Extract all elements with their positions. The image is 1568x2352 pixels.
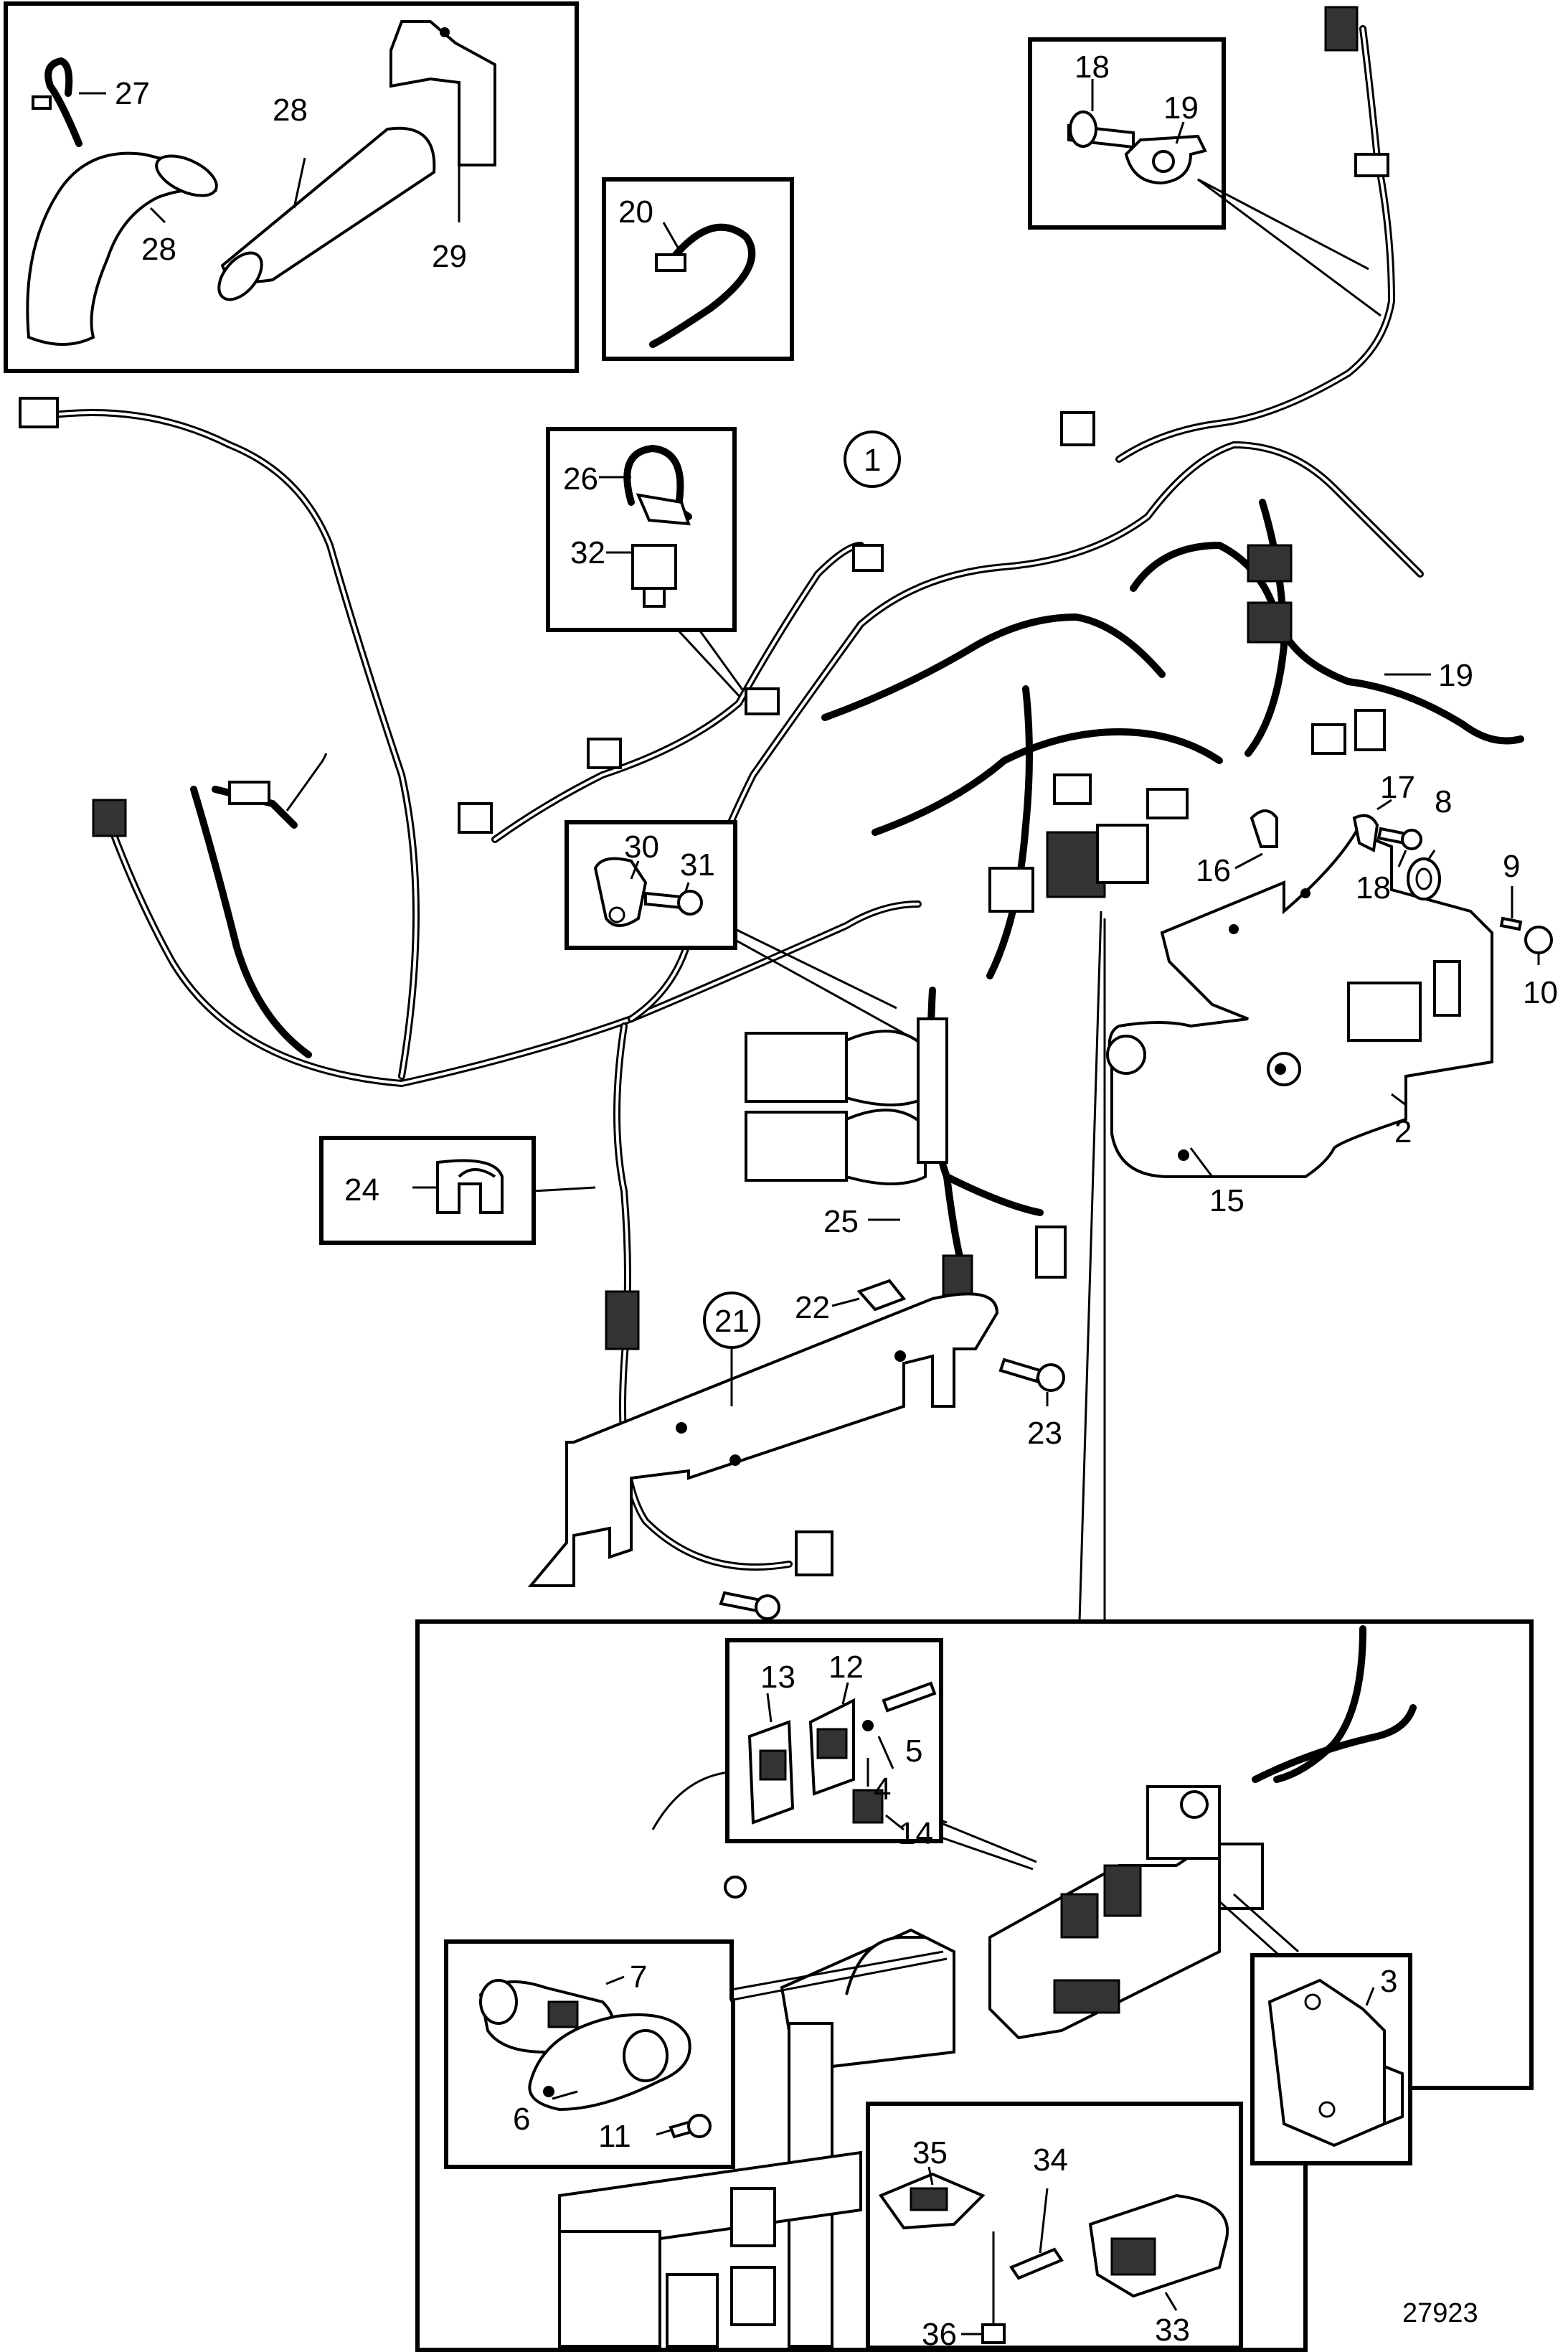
label-15: 15 (1209, 1183, 1245, 1218)
main-assembly-callout: 1 (844, 431, 901, 488)
label-25: 25 (823, 1204, 859, 1239)
label-20: 20 (618, 194, 653, 230)
bolt-31-icon (644, 891, 683, 910)
label-23: 23 (1027, 1416, 1062, 1451)
screw-36-icon (981, 2323, 1006, 2344)
sensor-top-right (1324, 6, 1359, 52)
label-27: 27 (115, 76, 150, 111)
relay-block-upper (745, 1032, 848, 1103)
spacer-22-icon (856, 1279, 907, 1312)
label-28-top: 28 (273, 93, 308, 128)
connector-left-top (19, 397, 59, 428)
figure-number: 27923 (1402, 2298, 1478, 2328)
label-2: 2 (1394, 1114, 1412, 1149)
label-4: 4 (874, 1772, 891, 1807)
label-31: 31 (680, 847, 715, 883)
inset-cable-tie: 20 (602, 177, 794, 361)
label-3: 3 (1380, 1964, 1397, 1999)
label-21: 21 (714, 1304, 750, 1339)
label-19-top: 19 (1163, 90, 1199, 126)
label-26: 26 (563, 461, 598, 497)
inset-cable-sleeves: 27 28 28 29 (4, 1, 579, 373)
hose-clip-icon (623, 445, 692, 520)
sleeve-bracket-icon (389, 20, 496, 166)
label-35: 35 (912, 2135, 948, 2170)
label-1: 1 (864, 443, 881, 478)
inset-clamp-24: 24 (319, 1136, 596, 1245)
label-30: 30 (624, 829, 659, 865)
inset-sensor-bolt: 30 31 (565, 820, 905, 1035)
cable-tie-icon (649, 223, 756, 348)
label-34: 34 (1033, 2142, 1068, 2178)
label-7: 7 (630, 1960, 647, 1995)
label-8: 8 (1435, 784, 1452, 819)
label-28-bottom: 28 (141, 232, 176, 267)
label-17: 17 (1380, 770, 1415, 805)
label-13: 13 (760, 1660, 795, 1695)
label-33: 33 (1155, 2313, 1190, 2348)
label-11: 11 (598, 2119, 631, 2154)
label-9: 9 (1503, 849, 1520, 884)
label-32: 32 (570, 535, 605, 570)
label-10: 10 (1523, 975, 1558, 1010)
label-18-right: 18 (1356, 870, 1391, 905)
bolt-23-icon (998, 1358, 1042, 1383)
terminal-34-icon (1009, 2247, 1064, 2280)
lower-bracket-21: 21 22 23 (527, 1279, 1065, 1620)
main-wiring-harness (19, 6, 1524, 1576)
right-bracket: 2 15 16 17 18 8 9 10 (1106, 770, 1558, 1218)
relay-block-lower (745, 1111, 848, 1182)
label-16: 16 (1196, 853, 1231, 888)
label-29: 29 (432, 239, 467, 274)
inset-bolt-clamp: 18 19 (1028, 37, 1382, 317)
label-18-top: 18 (1075, 50, 1110, 85)
lower-detail-view: 13 12 5 4 14 7 6 11 3 (415, 1619, 1534, 2352)
label-5: 5 (905, 1734, 922, 1769)
inset-clip-sensor: 26 32 (546, 427, 751, 701)
label-36: 36 (922, 2317, 957, 2352)
label-19-right: 19 (1438, 658, 1473, 693)
label-6: 6 (513, 2102, 530, 2137)
label-14: 14 (898, 1816, 933, 1851)
label-24: 24 (344, 1172, 379, 1208)
cable-clip-27-icon (44, 57, 82, 147)
label-12: 12 (828, 1650, 864, 1685)
pressure-sensor-icon (631, 544, 677, 590)
label-22: 22 (795, 1290, 830, 1325)
